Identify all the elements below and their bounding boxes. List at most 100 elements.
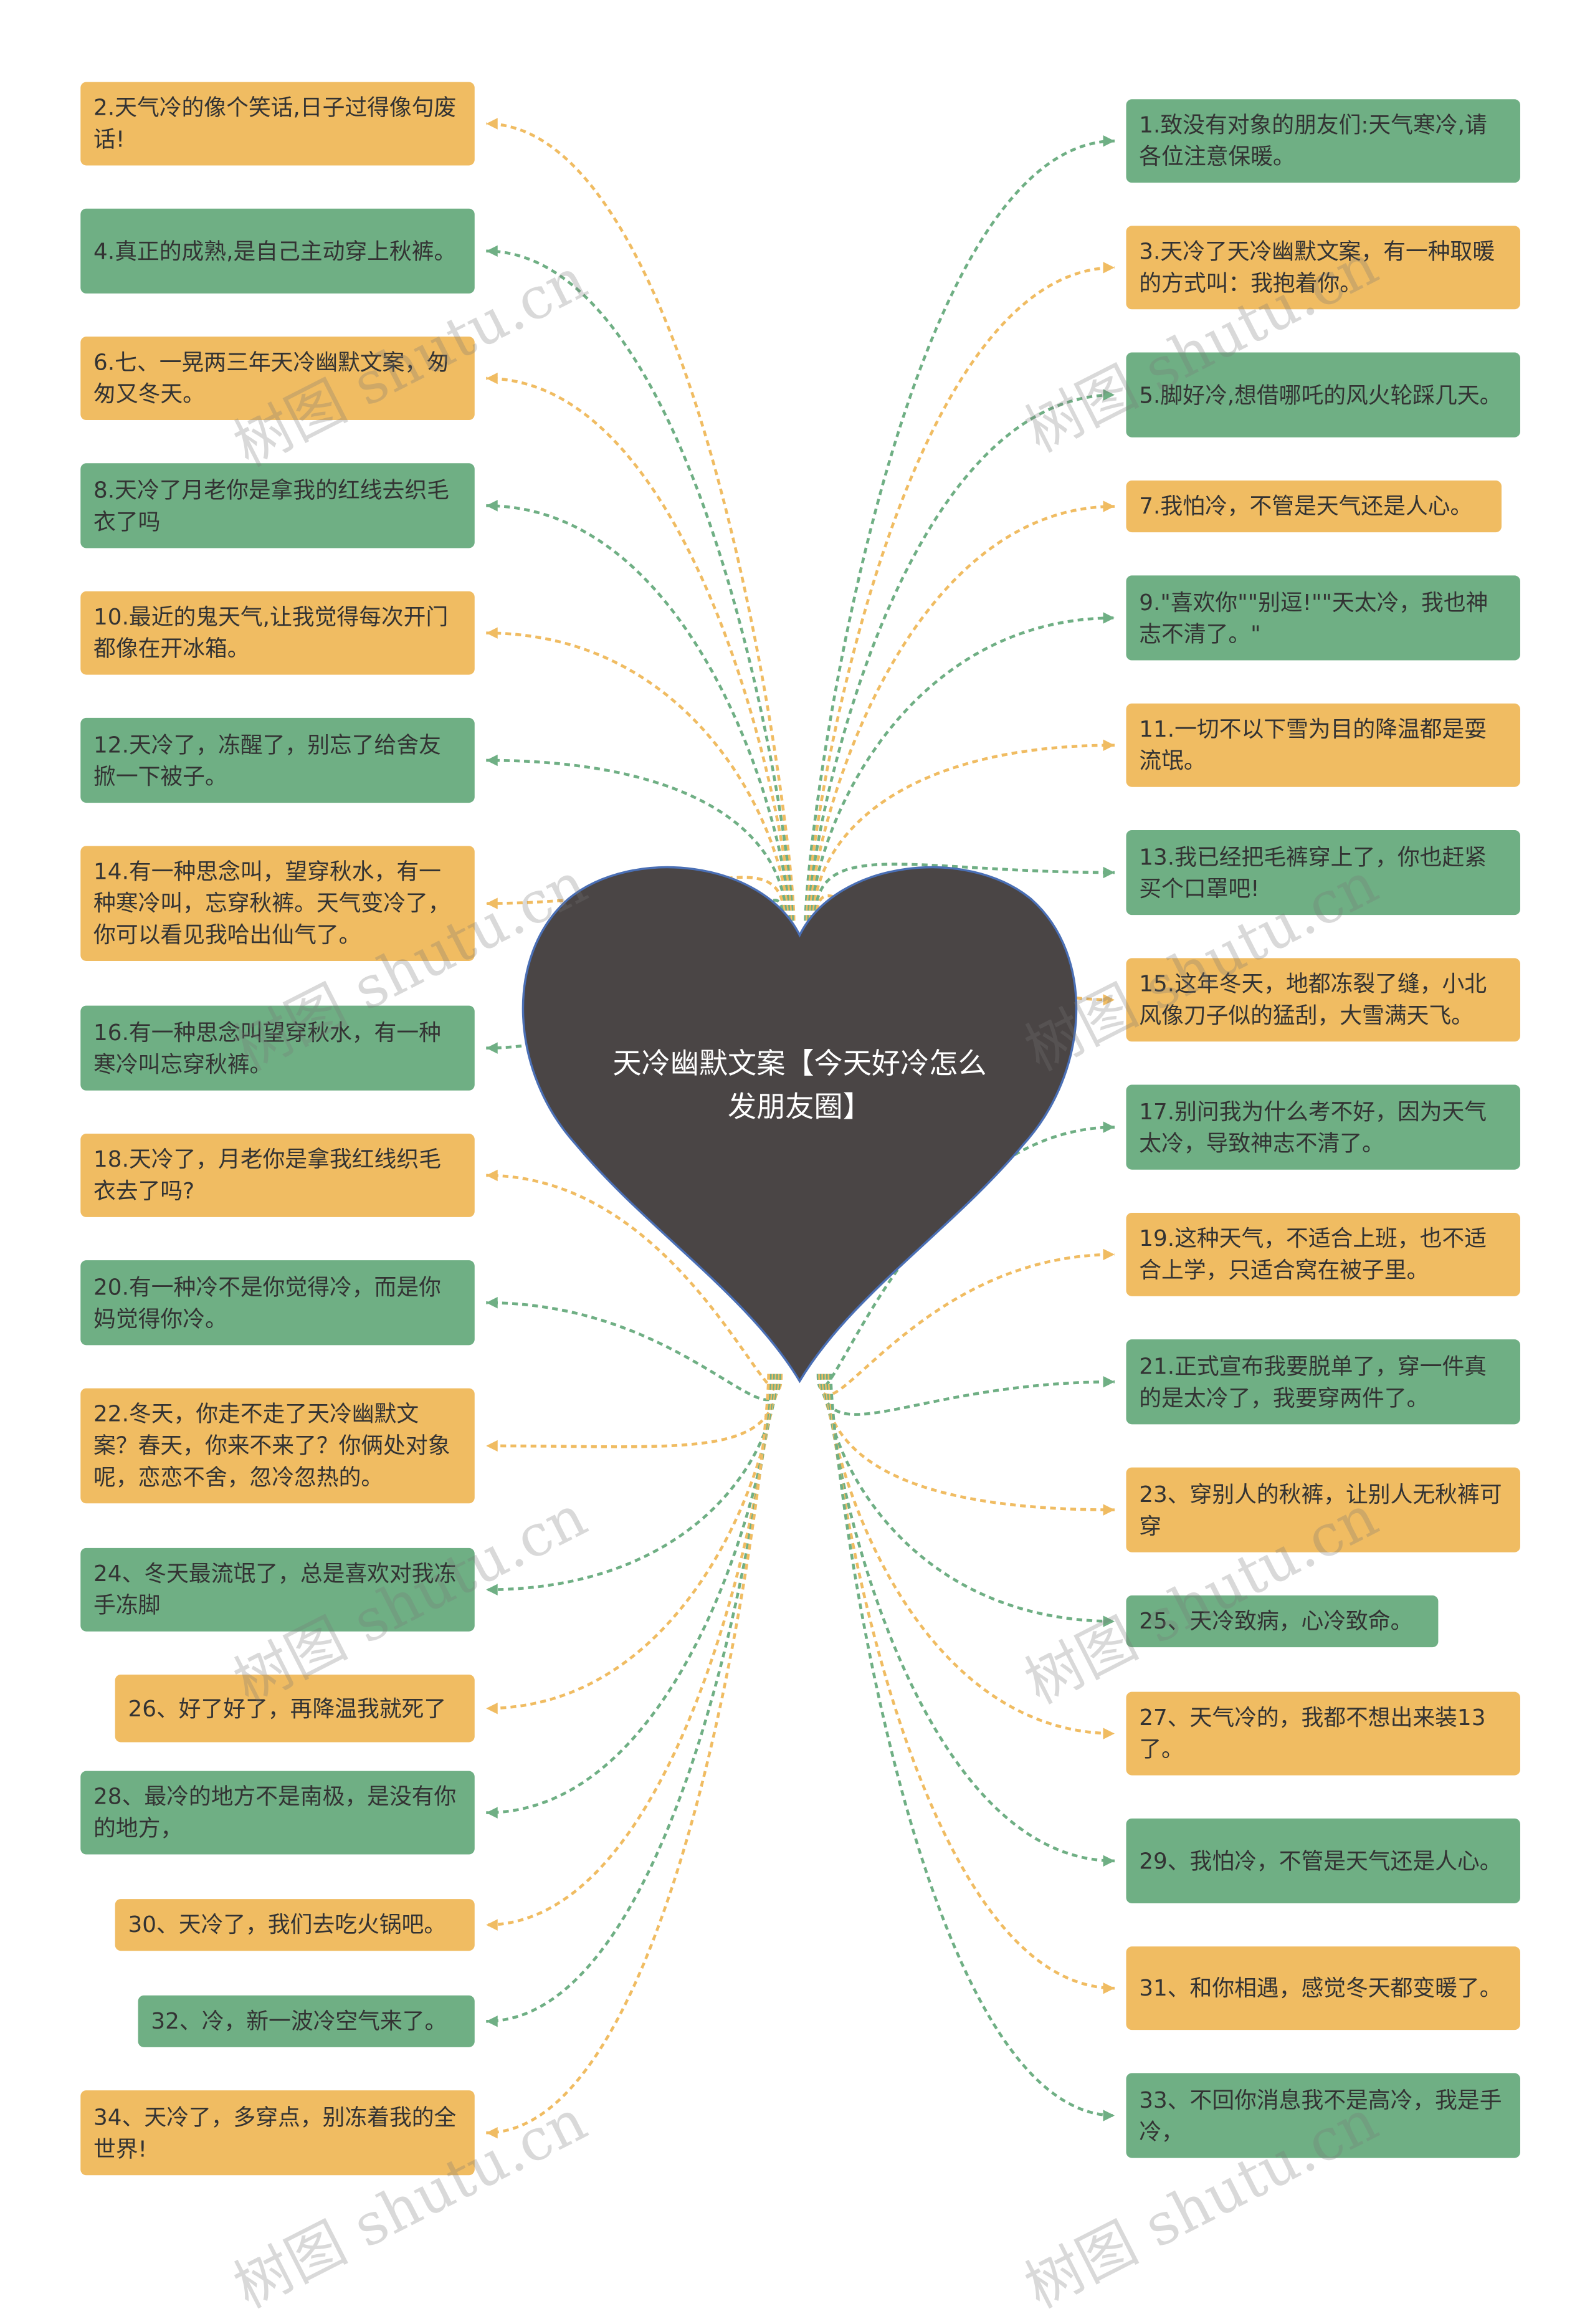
left-topic-node[interactable]: 30、天冷了，我们去吃火锅吧。 (115, 1899, 475, 1951)
right-topic-node[interactable]: 13.我已经把毛裤穿上了，你也赶紧买个口罩吧! (1126, 830, 1520, 916)
topic-text: 5.脚好冷,想借哪吒的风火轮踩几天。 (1139, 381, 1502, 408)
arrowhead-icon (486, 754, 498, 767)
right-topic-node[interactable]: 23、穿别人的秋裤，让别人无秋裤可穿 (1126, 1467, 1520, 1552)
topic-text: 14.有一种思念叫，望穿秋水，有一种寒冷叫，忘穿秋裤。天气变冷了，你可以看见我哈… (93, 859, 450, 949)
right-topic-node[interactable]: 7.我怕冷，不管是天气还是人心。 (1126, 481, 1502, 533)
topic-text: 27、天气冷的，我都不想出来装13了。 (1139, 1705, 1486, 1762)
arrowhead-icon (1103, 994, 1115, 1006)
arrowhead-icon (1103, 1121, 1115, 1133)
left-topic-node[interactable]: 22.冬天，你走不走了天冷幽默文案？春天，你来不来了？你俩处对象呢，恋恋不舍，忽… (80, 1388, 475, 1504)
left-topic-node[interactable]: 34、天冷了，多穿点，别冻着我的全世界! (80, 2090, 475, 2176)
left-topic-node[interactable]: 24、冬天最流氓了，总是喜欢对我冻手冻脚 (80, 1547, 475, 1632)
topic-text: 3.天冷了天冷幽默文案，有一种取暖的方式叫：我抱着你。 (1139, 239, 1495, 297)
right-topic-node[interactable]: 27、天气冷的，我都不想出来装13了。 (1126, 1691, 1520, 1776)
connector-layer (486, 118, 1115, 2139)
topic-text: 8.天冷了月老你是拿我的红线去织毛衣了吗 (93, 477, 449, 535)
arrowhead-icon (486, 627, 498, 639)
right-topic-node[interactable]: 11.一切不以下雪为目的降温都是耍流氓。 (1126, 703, 1520, 787)
left-topic-node[interactable]: 6.七、一晃两三年天冷幽默文案，匆匆又冬天。 (80, 337, 475, 421)
right-topic-node[interactable]: 17.别问我为什么考不好，因为天气太冷，导致神志不清了。 (1126, 1084, 1520, 1170)
left-topic-node[interactable]: 12.天冷了，冻醒了，别忘了给舍友掀一下被子。 (80, 717, 475, 803)
connector-line (486, 1374, 775, 1814)
arrowhead-icon (486, 897, 498, 909)
arrowhead-icon (1103, 2110, 1115, 2121)
arrowhead-icon (486, 2016, 498, 2027)
arrowhead-icon (486, 1584, 498, 1596)
right-topic-node[interactable]: 3.天冷了天冷幽默文案，有一种取暖的方式叫：我抱着你。 (1126, 226, 1520, 310)
topic-text: 19.这种天气，不适合上班，也不适合上学，只适合窝在被子里。 (1139, 1225, 1487, 1284)
topic-text: 13.我已经把毛裤穿上了，你也赶紧买个口罩吧! (1139, 843, 1487, 902)
right-topic-node[interactable]: 1.致没有对象的朋友们:天气寒冷,请各位注意保暖。 (1126, 99, 1520, 183)
topic-text: 26、好了好了，再降温我就死了 (128, 1695, 447, 1722)
right-topic-node[interactable]: 25、天冷致病，心冷致命。 (1126, 1595, 1439, 1648)
left-topic-node[interactable]: 20.有一种冷不是你觉得冷，而是你妈觉得你冷。 (80, 1260, 475, 1346)
connector-line (486, 249, 794, 921)
topic-text: 18.天冷了，月老你是拿我红线织毛衣去了吗? (93, 1146, 441, 1205)
arrowhead-icon (1103, 389, 1115, 401)
topic-text: 2.天气冷的像个笑话,日子过得像句废话! (93, 95, 457, 153)
right-topic-node[interactable]: 31、和你相遇，感觉冬天都变暖了。 (1126, 1946, 1520, 2030)
arrowhead-icon (486, 118, 498, 130)
arrowhead-icon (486, 1702, 498, 1714)
left-topic-node[interactable]: 16.有一种思念叫望穿秋水，有一种寒冷叫忘穿秋裤。 (80, 1005, 475, 1091)
central-topic-title[interactable]: 天冷幽默文案【今天好冷怎么发朋友圈】 (612, 1046, 987, 1124)
topic-text: 1.致没有对象的朋友们:天气寒冷,请各位注意保暖。 (1139, 112, 1487, 170)
right-topic-node[interactable]: 19.这种天气，不适合上班，也不适合上学，只适合窝在被子里。 (1126, 1212, 1520, 1296)
connector-line (812, 744, 1115, 921)
arrowhead-icon (486, 1169, 498, 1182)
topic-text: 12.天冷了，冻醒了，别忘了给舍友掀一下被子。 (93, 731, 441, 790)
left-topic-node[interactable]: 8.天冷了月老你是拿我的红线去织毛衣了吗 (80, 463, 475, 548)
arrowhead-icon (1103, 739, 1115, 751)
arrowhead-icon (486, 1807, 498, 1819)
connector-line (826, 1374, 1115, 1863)
arrowhead-icon (1103, 1248, 1115, 1261)
right-topic-node[interactable]: 5.脚好冷,想借哪吒的风火轮踩几天。 (1126, 352, 1520, 438)
topic-text: 24、冬天最流氓了，总是喜欢对我冻手冻脚 (93, 1561, 457, 1619)
arrowhead-icon (1103, 1375, 1115, 1388)
topic-text: 22.冬天，你走不走了天冷幽默文案？春天，你来不来了？你俩处对象呢，恋恋不舍，忽… (93, 1401, 450, 1491)
connector-line (486, 1174, 783, 1392)
connector-line (819, 1374, 1115, 1416)
left-topic-node[interactable]: 4.真正的成熟,是自己主动穿上秋裤。 (80, 208, 475, 294)
connector-line (822, 1374, 1115, 1623)
left-topic-node[interactable]: 28、最冷的地方不是南极，是没有你的地方， (80, 1771, 475, 1855)
arrowhead-icon (1103, 1615, 1115, 1627)
connector-line (807, 393, 1115, 921)
topic-text: 34、天冷了，多穿点，别冻着我的全世界! (93, 2104, 457, 2162)
arrowhead-icon (1103, 866, 1115, 879)
topic-text: 21.正式宣布我要脱单了，穿一件真的是太冷了，我要穿两件了。 (1139, 1353, 1487, 1411)
topic-text: 6.七、一晃两三年天冷幽默文案，匆匆又冬天。 (93, 349, 449, 408)
right-topic-node[interactable]: 9."喜欢你""别逗!""天太冷，我也神志不清了。" (1126, 575, 1520, 661)
connector-line (813, 863, 1115, 921)
connector-line (486, 504, 791, 921)
topic-text: 4.真正的成熟,是自己主动穿上秋裤。 (93, 238, 457, 264)
connector-line (824, 1374, 1115, 1735)
topic-text: 15.这年冬天，地都冻裂了缝，小北风像刀子似的猛刮，大雪满天飞。 (1139, 971, 1487, 1029)
left-topic-node[interactable]: 32、冷，新一波冷空气来了。 (138, 1995, 475, 2047)
central-heart[interactable] (521, 866, 1078, 1384)
connector-line (809, 505, 1115, 921)
left-topic-node[interactable]: 14.有一种思念叫，望穿秋水，有一种寒冷叫，忘穿秋裤。天气变冷了，你可以看见我哈… (80, 846, 475, 962)
arrowhead-icon (1103, 1982, 1115, 1994)
right-topic-node[interactable]: 21.正式宣布我要脱单了，穿一件真的是太冷了，我要穿两件了。 (1126, 1339, 1520, 1425)
topic-text: 9."喜欢你""别逗!""天太冷，我也神志不清了。" (1139, 589, 1488, 647)
arrowhead-icon (1103, 1855, 1115, 1867)
left-topic-node[interactable]: 26、好了好了，再降温我就死了 (115, 1674, 475, 1743)
topic-text: 11.一切不以下雪为目的降温都是耍流氓。 (1139, 716, 1487, 774)
topic-text: 28、最冷的地方不是南极，是没有你的地方， (93, 1784, 457, 1842)
topic-text: 30、天冷了，我们去吃火锅吧。 (128, 1911, 447, 1938)
left-topic-node[interactable]: 10.最近的鬼天气,让我觉得每次开门都像在开冰箱。 (80, 591, 475, 675)
topic-text: 32、冷，新一波冷空气来了。 (151, 2008, 447, 2035)
connector-line (815, 894, 1115, 1002)
topic-text: 23、穿别人的秋裤，让别人无秋裤可穿 (1139, 1481, 1502, 1539)
right-topic-node[interactable]: 33、不回你消息我不是高冷，我是手冷， (1126, 2073, 1520, 2158)
arrowhead-icon (1103, 262, 1115, 274)
mindmap-canvas: 天冷幽默文案【今天好冷怎么发朋友圈】 2.天气冷的像个笑话,日子过得像句废话! 4… (80, 82, 1520, 2322)
left-topic-node[interactable]: 18.天冷了，月老你是拿我红线织毛衣去了吗? (80, 1134, 475, 1217)
connector-line (486, 1374, 778, 1592)
right-topic-node[interactable]: 15.这年冬天，地都冻裂了缝，小北风像刀子似的猛刮，大雪满天飞。 (1126, 958, 1520, 1042)
connector-line (486, 1374, 780, 1448)
right-topic-node[interactable]: 29、我怕冷，不管是天气还是人心。 (1126, 1818, 1520, 1904)
arrowhead-icon (486, 1919, 498, 1931)
left-topic-node[interactable]: 2.天气冷的像个笑话,日子过得像句废话! (80, 82, 475, 166)
